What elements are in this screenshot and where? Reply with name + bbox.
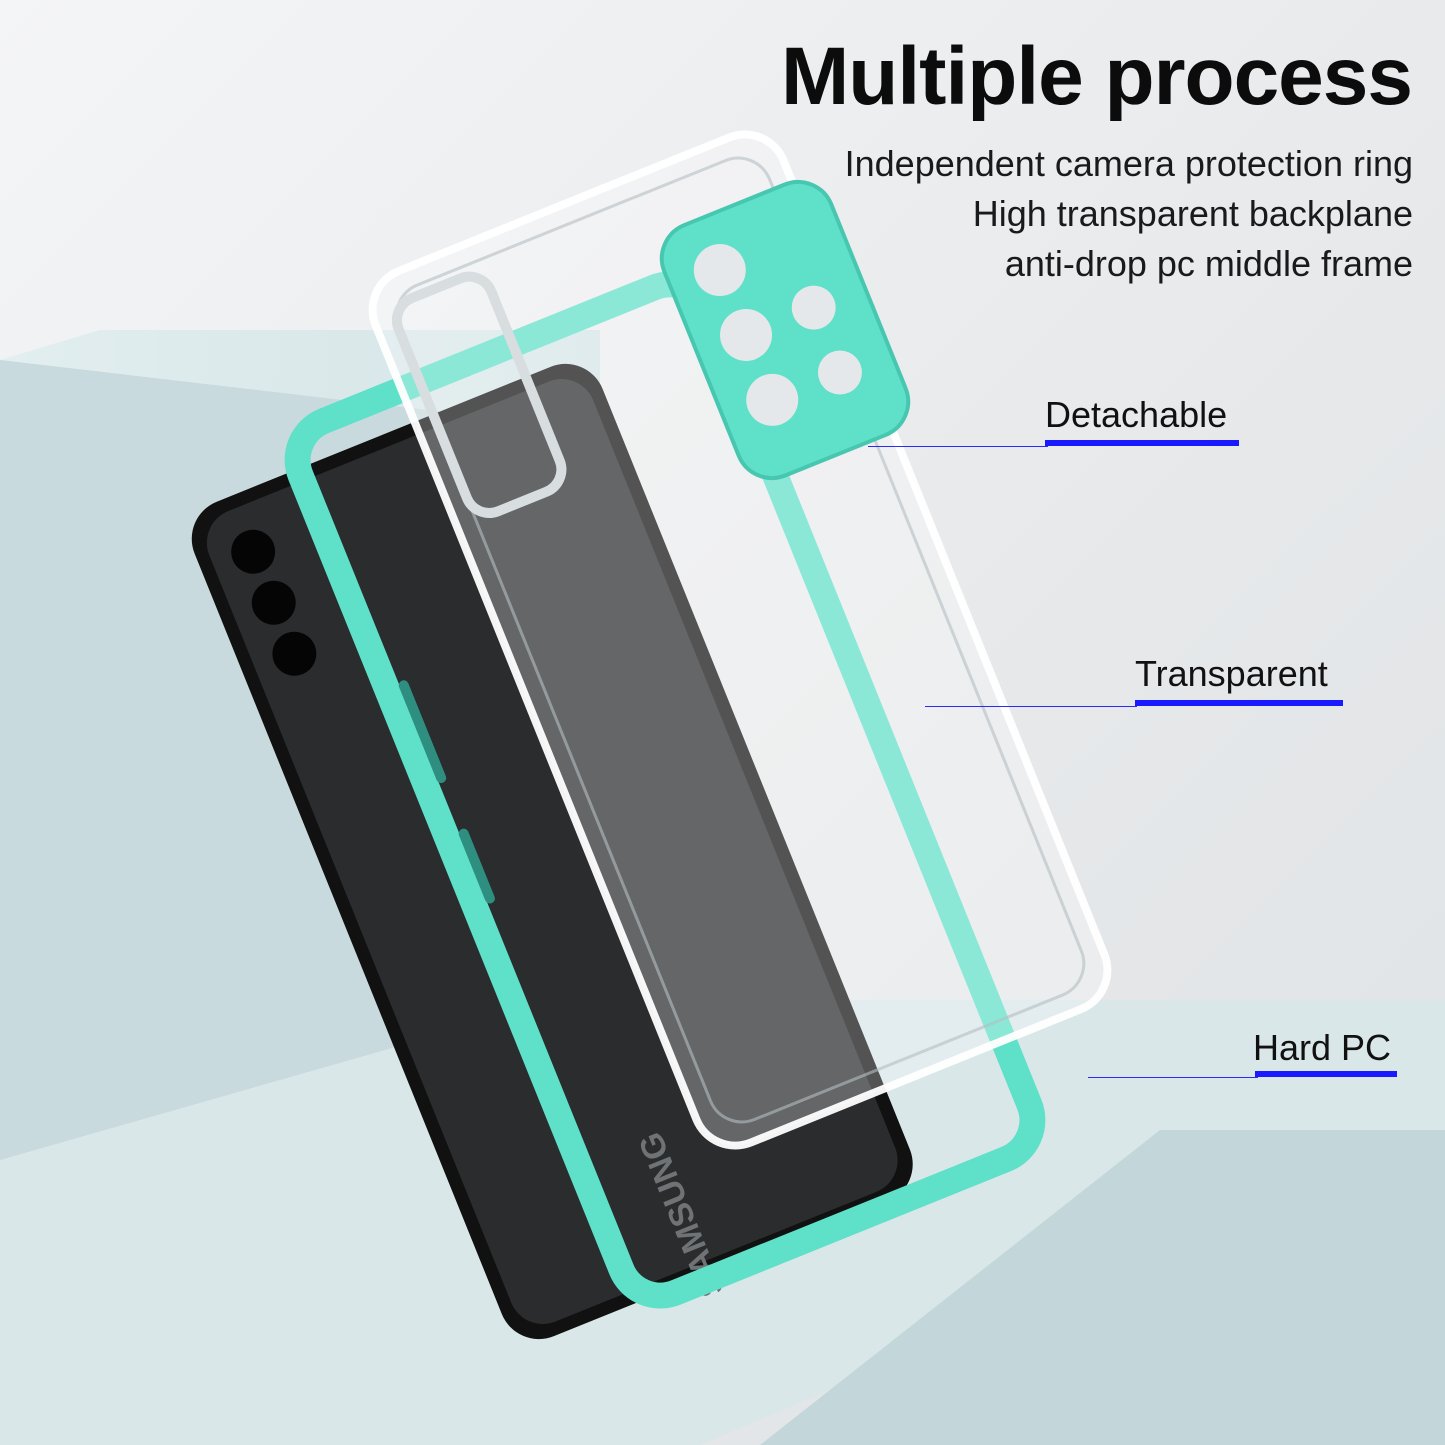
callout-leader-line [1088,1077,1258,1078]
callout-underline [1135,700,1343,706]
transparent-backplane [368,130,1112,1150]
callout-leader-line [868,446,1048,447]
phone: SAMSUNG [191,363,913,1340]
feature-line: anti-drop pc middle frame [1004,243,1413,284]
callout-transparent: Transparent [1135,653,1328,694]
camera-protection-ring [659,179,911,481]
callout-underline [1045,440,1239,446]
feature-line: High transparent backplane [972,193,1413,234]
pc-middle-frame [284,271,1046,1309]
callout-underline [1255,1071,1397,1077]
callout-leader-line [925,706,1137,707]
feature-line: Independent camera protection ring [844,143,1413,184]
pedestal-lower-front [760,1130,1445,1445]
callout-hard-pc: Hard PC [1253,1027,1392,1068]
callout-detachable: Detachable [1045,394,1228,435]
page-title: Multiple process [780,31,1413,122]
